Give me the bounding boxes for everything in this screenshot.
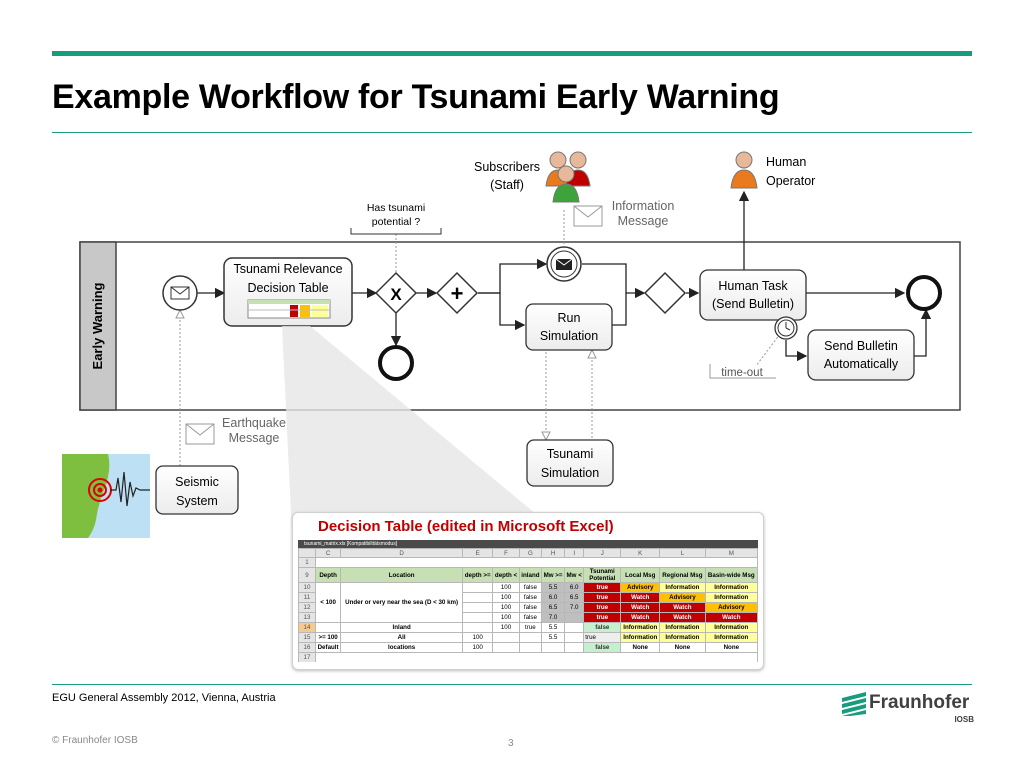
decision-task-label-1: Tsunami Relevance — [233, 262, 342, 276]
exclusive-gateway[interactable] — [374, 271, 418, 315]
timeout-label: time-out — [721, 367, 763, 379]
information-message-label-1: Information — [612, 199, 675, 213]
send-bulletin-label-2: Automatically — [824, 357, 899, 371]
lane-header — [79, 241, 117, 411]
seismic-system-label-2: System — [176, 494, 218, 508]
send-bulletin-label-1: Send Bulletin — [824, 339, 898, 353]
table-row: 1 — [298, 557, 758, 568]
human-task[interactable] — [699, 269, 807, 321]
top-accent-bar — [52, 51, 972, 56]
annotation-bracket — [350, 228, 442, 235]
run-simulation-label-2: Simulation — [540, 329, 598, 343]
tsunami-simulation-box[interactable] — [526, 439, 614, 487]
footer-divider — [52, 684, 972, 685]
subscribers-label-2: (Staff) — [490, 178, 524, 192]
logo-wordmark: Fraunhofer — [869, 692, 970, 713]
plus-gateway-icon: + — [451, 281, 464, 306]
earthquake-message-label-2: Message — [229, 431, 280, 445]
pool — [79, 241, 961, 411]
copyright: © Fraunhofer IOSB — [52, 735, 138, 746]
end-event-no-tsunami[interactable] — [378, 345, 414, 381]
slide-title: Example Workflow for Tsunami Early Warni… — [52, 78, 780, 116]
subscribers-icon — [545, 151, 591, 203]
table-row: 17 — [298, 652, 758, 662]
decision-task-label-2: Decision Table — [247, 281, 328, 295]
title-divider — [52, 132, 972, 133]
x-gateway-icon: X — [390, 285, 402, 304]
excel-file-bar: tsunami_matrix.xls [Kompatibilitätsmodus… — [298, 540, 758, 548]
human-task-label-1: Human Task — [718, 279, 788, 293]
human-operator-label-1: Human — [766, 155, 806, 169]
tsunami-simulation-label-2: Simulation — [541, 466, 599, 480]
annotation-tsunami-1: Has tsunami — [367, 202, 425, 214]
end-event[interactable] — [906, 275, 942, 311]
timeout-bracket — [709, 364, 776, 379]
information-message-label-2: Message — [618, 214, 669, 228]
tsunami-simulation-label-1: Tsunami — [547, 447, 594, 461]
logo-subtitle: IOSB — [954, 715, 974, 724]
footer-text: EGU General Assembly 2012, Vienna, Austr… — [52, 692, 276, 704]
seismic-system-box[interactable] — [155, 465, 239, 515]
dropdown-list[interactable]: true — [583, 632, 622, 643]
parallel-gateway[interactable] — [435, 271, 479, 315]
page-number: 3 — [508, 738, 514, 749]
zoom-callout — [282, 326, 560, 534]
human-operator-label-2: Operator — [766, 174, 815, 188]
fraunhofer-mark-icon — [842, 692, 866, 716]
join-gateway[interactable] — [643, 271, 687, 315]
fraunhofer-logo: Fraunhofer IOSB — [842, 690, 974, 728]
table-row: 10 < 100 Under or very near the sea (D <… — [298, 582, 758, 623]
human-task-label-2: (Send Bulletin) — [712, 297, 794, 311]
annotation-tsunami-2: potential ? — [372, 216, 421, 228]
seismic-map-icon — [62, 454, 150, 538]
run-simulation-label-1: Run — [558, 311, 581, 325]
run-simulation-task[interactable] — [525, 303, 613, 351]
human-operator-icon — [730, 151, 758, 189]
lane-label: Early Warning — [90, 282, 105, 369]
decision-table-thumbnail-icon — [247, 299, 331, 319]
seismic-system-label-1: Seismic — [175, 475, 219, 489]
send-bulletin-task[interactable] — [807, 329, 915, 381]
subscribers-label-1: Subscribers — [474, 160, 540, 174]
decision-table-title: Decision Table (edited in Microsoft Exce… — [318, 518, 614, 535]
excel-sheet[interactable]: tsunami_matrix.xls [Kompatibilitätsmodus… — [298, 540, 758, 662]
earthquake-message-label-1: Earthquake — [222, 416, 286, 430]
